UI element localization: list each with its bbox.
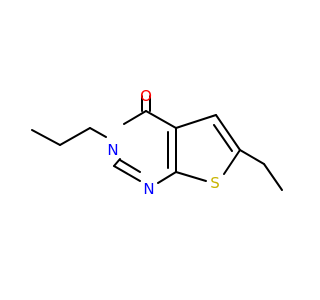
bond-ethyl-ch2-ch3: [263, 163, 283, 191]
bond-propyl-c1-c2: [59, 127, 91, 146]
bonds: [31, 95, 283, 191]
bond-c5-c6-b: [213, 124, 233, 152]
bond-propyl-c2-c3: [31, 129, 61, 146]
molecule-structure: O N N S: [0, 0, 300, 300]
bond-s-c7a: [175, 171, 207, 182]
oxygen-atom-label: O: [140, 87, 152, 105]
bond-n3-c2: [113, 158, 121, 167]
bond-c2-n1-b: [119, 159, 141, 173]
bond-c2-n1-a: [113, 165, 141, 182]
canvas-background: [0, 0, 300, 300]
nitrogen-n1-label: N: [143, 180, 154, 198]
bond-c4a-c4: [145, 110, 177, 129]
bond-n3-propyl-c1: [89, 127, 107, 138]
bond-c4-n3: [123, 110, 147, 125]
bond-c4a-c5: [175, 114, 217, 129]
bond-c6-s: [223, 149, 241, 175]
bond-c5-c6-a: [215, 114, 241, 151]
bond-n1-c7a: [157, 171, 177, 184]
sulfur-atom-label: S: [210, 174, 220, 192]
atom-labels: O N N S: [107, 87, 219, 198]
nitrogen-n3-label: N: [107, 141, 118, 159]
bond-c6-ethyl-ch2: [239, 149, 265, 165]
